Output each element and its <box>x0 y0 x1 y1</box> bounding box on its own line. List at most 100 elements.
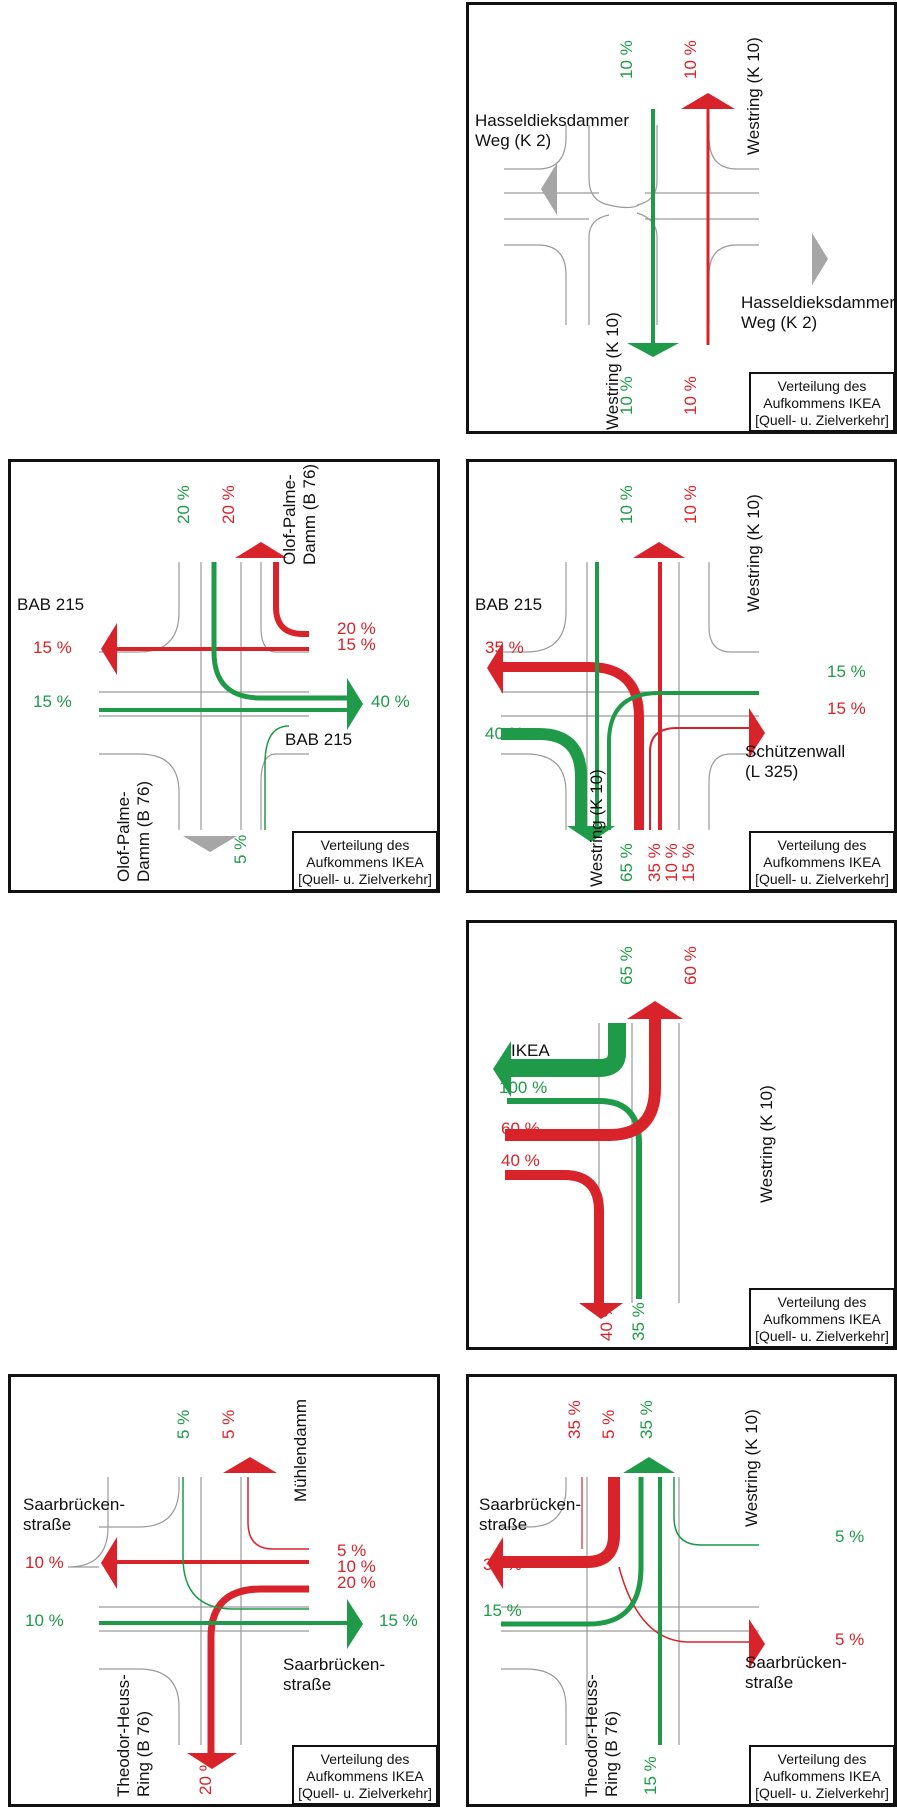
left-green-share: 10 % <box>25 1611 64 1630</box>
panel-ikea-westring: 65 % 60 % IKEA 100 % 60 % 40 % Westring … <box>466 920 897 1350</box>
road-lines <box>504 125 759 325</box>
left-red-share-b: 40 % <box>501 1151 540 1170</box>
intersection-diagram-4 <box>493 1001 683 1319</box>
left-road-label: BAB 215 <box>475 595 543 614</box>
left-green-share: 15 % <box>483 1601 522 1620</box>
intersection-diagram-1 <box>504 93 828 357</box>
top-red-share: 10 % <box>681 40 700 79</box>
legend-line-3: [Quell- u. Zielverkehr] <box>755 1785 889 1801</box>
left-road-label: Hasseldieksdammer Weg (K 2) <box>475 111 629 150</box>
left-red-share: 15 % <box>33 638 72 657</box>
bottom-green-share: 5 % <box>231 834 250 864</box>
legend-line-1: Verteilung des <box>777 837 867 853</box>
red-flows <box>487 542 765 830</box>
top-green-share: 10 % <box>617 40 636 79</box>
legend-line-1: Verteilung des <box>777 1294 867 1310</box>
red-flows <box>101 1457 309 1769</box>
top-road-label: Olof-Palme- Damm (B 76) <box>280 463 319 565</box>
right-road-label: Saarbrücken- straße <box>745 1653 848 1692</box>
bottom-red-share: 40 % <box>597 1302 616 1341</box>
top-green-share: 20 % <box>174 485 193 524</box>
right-green-share: 15 % <box>379 1611 418 1630</box>
top-red-share: 20 % <box>219 485 238 524</box>
legend-line-2: Aufkommens IKEA <box>763 854 881 870</box>
legend-line-1: Verteilung des <box>320 837 410 853</box>
grey-arrow-left <box>541 163 557 215</box>
legend-line-3: [Quell- u. Zielverkehr] <box>298 1785 432 1801</box>
top-red-share: 35 % <box>565 1400 584 1439</box>
bottom-red-share: 10 % <box>681 376 700 415</box>
green-flows <box>501 562 759 842</box>
left-road-label: IKEA <box>511 1041 550 1060</box>
right-road-label: Hasseldieksdammer Weg (K 2) <box>741 293 895 332</box>
bottom-road-label: Westring (K 10) <box>587 769 606 887</box>
panel-bab215-olof-palme-damm: 20 % 20 % Olof-Palme- Damm (B 76) BAB 21… <box>8 459 440 893</box>
legend-line-2: Aufkommens IKEA <box>763 1768 881 1784</box>
intersection-diagram-5 <box>67 1457 363 1769</box>
top-road-label: Mühlendamm <box>291 1399 310 1502</box>
bottom-green-share: 35 % <box>629 1302 648 1341</box>
right-green-share: 15 % <box>827 662 866 681</box>
legend-line-3: [Quell- u. Zielverkehr] <box>755 412 889 428</box>
legend-box: Verteilung des Aufkommens IKEA [Quell- u… <box>749 1745 895 1805</box>
intersection-diagram-3 <box>487 542 765 842</box>
top-green-share: 5 % <box>174 1409 193 1439</box>
right-green-share: 40 % <box>371 692 410 711</box>
legend-box: Verteilung des Aufkommens IKEA [Quell- u… <box>292 1745 438 1805</box>
panel-saarbrueckenstrasse-muehlendamm: 5 % 5 % Mühlendamm Saarbrücken- straße 1… <box>8 1374 440 1807</box>
left-road-label: Saarbrücken- straße <box>479 1495 582 1534</box>
panel-bab215-westring-schuetzenwall: 10 % 10 % Westring (K 10) BAB 215 35 % 4… <box>466 459 897 893</box>
left-red-share: 35 % <box>483 1555 522 1574</box>
legend-box: Verteilung des Aufkommens IKEA [Quell- u… <box>749 831 895 891</box>
top-green-share: 65 % <box>617 946 636 985</box>
grey-arrow-down <box>183 836 237 852</box>
right-red-share: 15 % <box>827 699 866 718</box>
right-red-shares: 5 % 10 % 20 % <box>337 1541 376 1592</box>
left-green-share: 100 % <box>499 1078 548 1097</box>
red-flows <box>101 542 309 675</box>
bottom-green-share: 10 % <box>617 376 636 415</box>
panel-saarbrueckenstrasse-westring: 35 % 5 % 35 % Westring (K 10) Saarbrücke… <box>466 1374 897 1807</box>
bottom-green-share: 65 % <box>617 843 636 882</box>
top-red-share: 60 % <box>681 946 700 985</box>
right-red-shares: 20 % 15 % <box>337 619 376 654</box>
right-road-label: Saarbrücken- straße <box>283 1655 386 1694</box>
green-flow-1 <box>627 109 679 357</box>
legend-line-2: Aufkommens IKEA <box>763 1311 881 1327</box>
legend-line-1: Verteilung des <box>320 1751 410 1767</box>
green-flows <box>501 1457 759 1745</box>
grey-arrow-right <box>812 233 828 285</box>
green-flows <box>99 1477 363 1649</box>
legend-line-1: Verteilung des <box>777 1751 867 1767</box>
right-road-label: Westring (K 10) <box>757 1085 776 1203</box>
left-road-label: Saarbrücken- straße <box>23 1495 126 1534</box>
red-flows <box>505 1001 683 1319</box>
bottom-red-share-c: 15 % <box>679 843 698 882</box>
road-lines <box>501 562 759 830</box>
intersection-diagram-6 <box>487 1457 765 1745</box>
right-red-share: 5 % <box>835 1630 865 1649</box>
top-red-share-b: 5 % <box>599 1409 618 1439</box>
green-flows <box>493 1023 642 1299</box>
bottom-green-share: 15 % <box>641 1756 660 1795</box>
panel-westring-hasseldieksdammer: 10 % 10 % Westring (K 10) Hasseldieksdam… <box>466 2 897 434</box>
legend-line-3: [Quell- u. Zielverkehr] <box>755 871 889 887</box>
left-road-label: BAB 215 <box>17 595 85 614</box>
top-green-share: 10 % <box>617 485 636 524</box>
legend-line-3: [Quell- u. Zielverkehr] <box>298 871 432 887</box>
top-green-share: 35 % <box>637 1400 656 1439</box>
green-flows <box>99 562 363 830</box>
road-lines <box>67 1477 309 1745</box>
top-road-label: Westring (K 10) <box>744 494 763 612</box>
bottom-road-label: Theodor-Heuss- Ring (B 76) <box>114 1674 153 1797</box>
red-flow-1 <box>681 93 735 345</box>
legend-line-2: Aufkommens IKEA <box>306 1768 424 1784</box>
left-red-share: 35 % <box>485 638 524 657</box>
left-red-share-a: 60 % <box>501 1119 540 1138</box>
legend-line-2: Aufkommens IKEA <box>306 854 424 870</box>
left-red-share: 10 % <box>25 1553 64 1572</box>
legend-line-2: Aufkommens IKEA <box>763 395 881 411</box>
legend-box: Verteilung des Aufkommens IKEA [Quell- u… <box>749 1288 895 1348</box>
legend-line-1: Verteilung des <box>777 378 867 394</box>
right-road-label: BAB 215 <box>285 730 353 749</box>
